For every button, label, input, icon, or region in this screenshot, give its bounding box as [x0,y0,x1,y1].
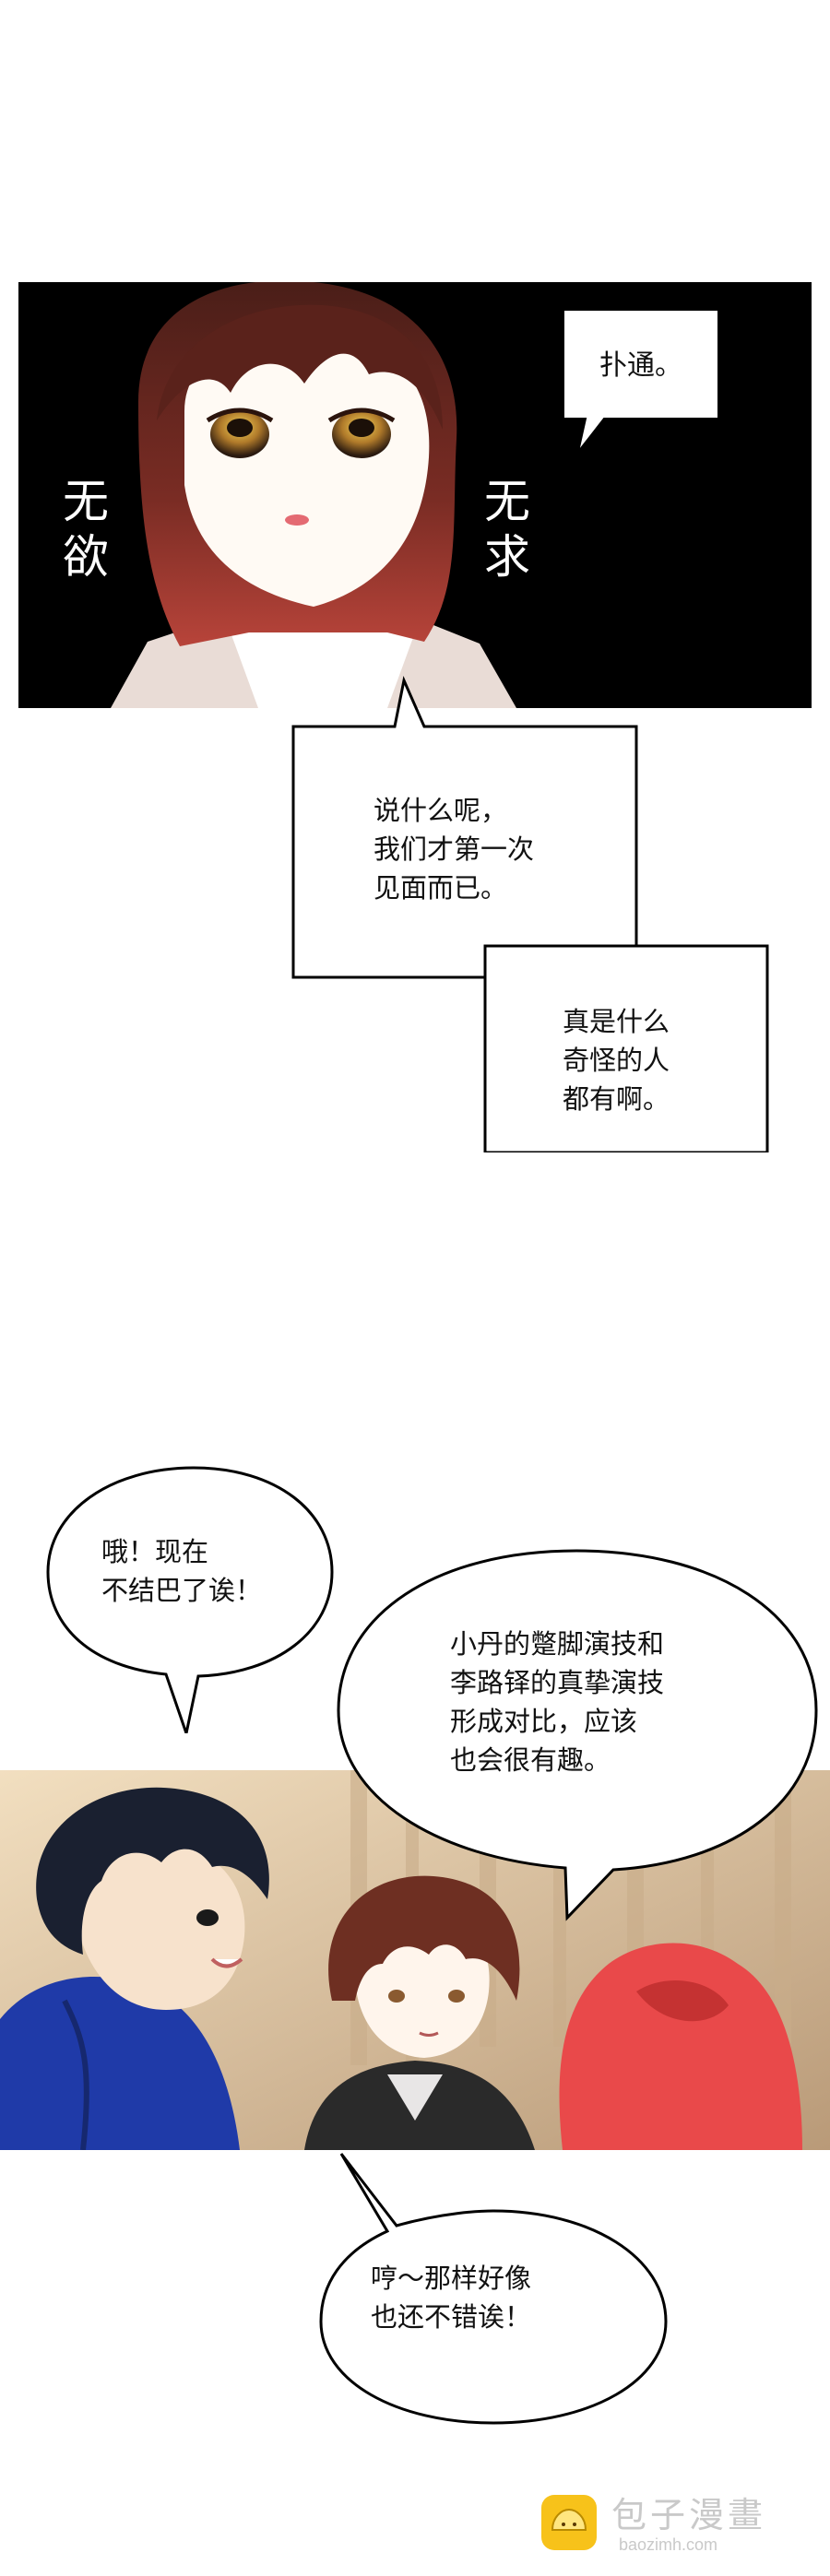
bubble-1-text: 哦！现在 不结巴了诶！ [101,1536,263,1606]
girl-illustration [111,282,516,708]
heartbeat-box-shape [563,309,719,453]
watermark: 包子漫畫 baozimh.com [540,2491,816,2556]
bun-logo-icon [541,2495,597,2550]
bubble-3-text: 哼～那样好像 也还不错诶！ [371,2263,532,2333]
bubble-1-shape [46,1466,334,1733]
bubble-2-text: 小丹的蹩脚演技和 李路铎的真挚演技 形成对比，应该 也会很有趣。 [450,1628,665,1776]
side-text-left: 无 欲 [63,475,111,584]
watermark-name: 包子漫畫 [611,2495,767,2535]
bubble-3-shape [319,2153,668,2425]
heartbeat-text: 扑通。 [599,349,682,382]
watermark-url: baozimh.com [619,2535,718,2554]
narration-box-1-text: 说什么呢， 我们才第一次 见面而已。 [374,795,535,904]
narration-boxes-shape [291,676,769,1152]
panel-girl: 无 欲 无 求 扑通。 [18,282,812,708]
bubble-2-shape [337,1549,818,1921]
side-text-right: 无 求 [484,475,532,584]
narration-box-2-text: 真是什么 奇怪的人 都有啊。 [563,1006,670,1115]
